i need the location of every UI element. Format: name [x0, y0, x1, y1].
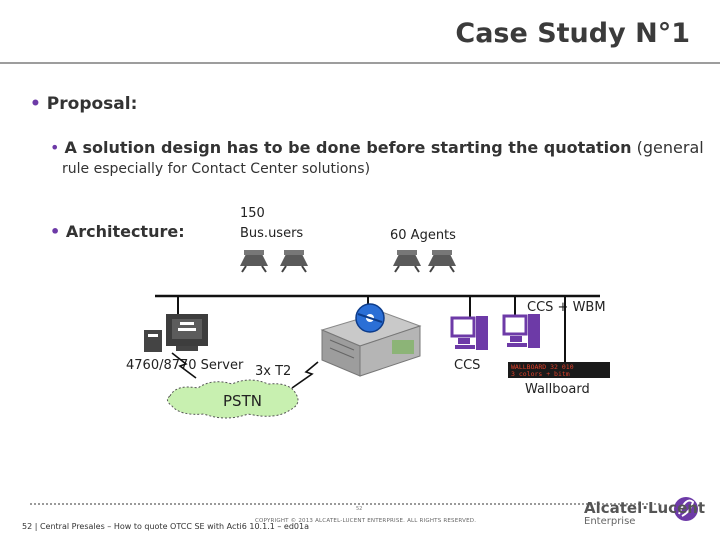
architecture-label: Architecture:	[65, 222, 185, 241]
pstn-label: PSTN	[223, 392, 262, 410]
brand-logo-text: Alcatel·Lucent	[584, 499, 706, 517]
phone-icon	[393, 250, 421, 273]
wallboard-line1: WALLBOARD 32 010	[511, 363, 574, 371]
solution-note: (general	[636, 138, 704, 157]
bullet-proposal: • Proposal:	[30, 94, 137, 114]
solution-text: A solution design has to be done before …	[64, 138, 632, 157]
wallboard-display: WALLBOARD 32 010 3 colors + bitm	[508, 362, 610, 378]
title-divider	[0, 62, 720, 64]
phone-icon	[428, 250, 456, 273]
users-count-label: 150	[240, 206, 265, 221]
bullet-architecture: • Architecture:	[50, 222, 185, 241]
phone-icon	[280, 250, 308, 273]
proposal-label: Proposal:	[46, 94, 138, 114]
gateway-trunk-link	[291, 361, 319, 389]
software-disc-icon	[355, 303, 385, 333]
bullet-dot-icon: •	[30, 94, 41, 114]
bullet-dot-icon: •	[50, 138, 60, 157]
agents-label: 60 Agents	[390, 228, 456, 243]
server-label: 4760/8770 Server	[126, 358, 244, 373]
users-label: Bus.users	[240, 226, 304, 241]
page-number: 52	[356, 506, 363, 512]
bullet-dot-icon: •	[50, 222, 61, 241]
page-title: Case Study N°1	[455, 18, 690, 49]
footer-text: 52 | Central Presales – How to quote OTC…	[22, 522, 309, 531]
t2-label: 3x T2	[255, 364, 292, 379]
footer-divider	[30, 503, 660, 505]
wallboard-line2: 3 colors + bitm	[511, 370, 570, 378]
ccs-pc-icon	[450, 316, 488, 350]
phone-icon	[240, 250, 268, 273]
ccs-label: CCS	[454, 358, 481, 373]
server-trunk-link	[171, 352, 197, 379]
copyright-text: COPYRIGHT © 2013 ALCATEL-LUCENT ENTERPRI…	[255, 518, 477, 524]
brand-logo-subtext: Enterprise	[584, 516, 636, 527]
wallboard-label: Wallboard	[525, 382, 590, 397]
solution-text-line2: rule especially for Contact Center solut…	[62, 161, 371, 177]
wbm-pc-icon	[502, 314, 540, 348]
bullet-solution: • A solution design has to be done befor…	[50, 138, 704, 157]
ccs-wbm-label: CCS + WBM	[527, 300, 606, 315]
pstn-cloud: PSTN	[166, 379, 299, 419]
server-workstation-icon	[144, 314, 208, 352]
alcatel-lucent-logo-icon	[674, 497, 698, 521]
